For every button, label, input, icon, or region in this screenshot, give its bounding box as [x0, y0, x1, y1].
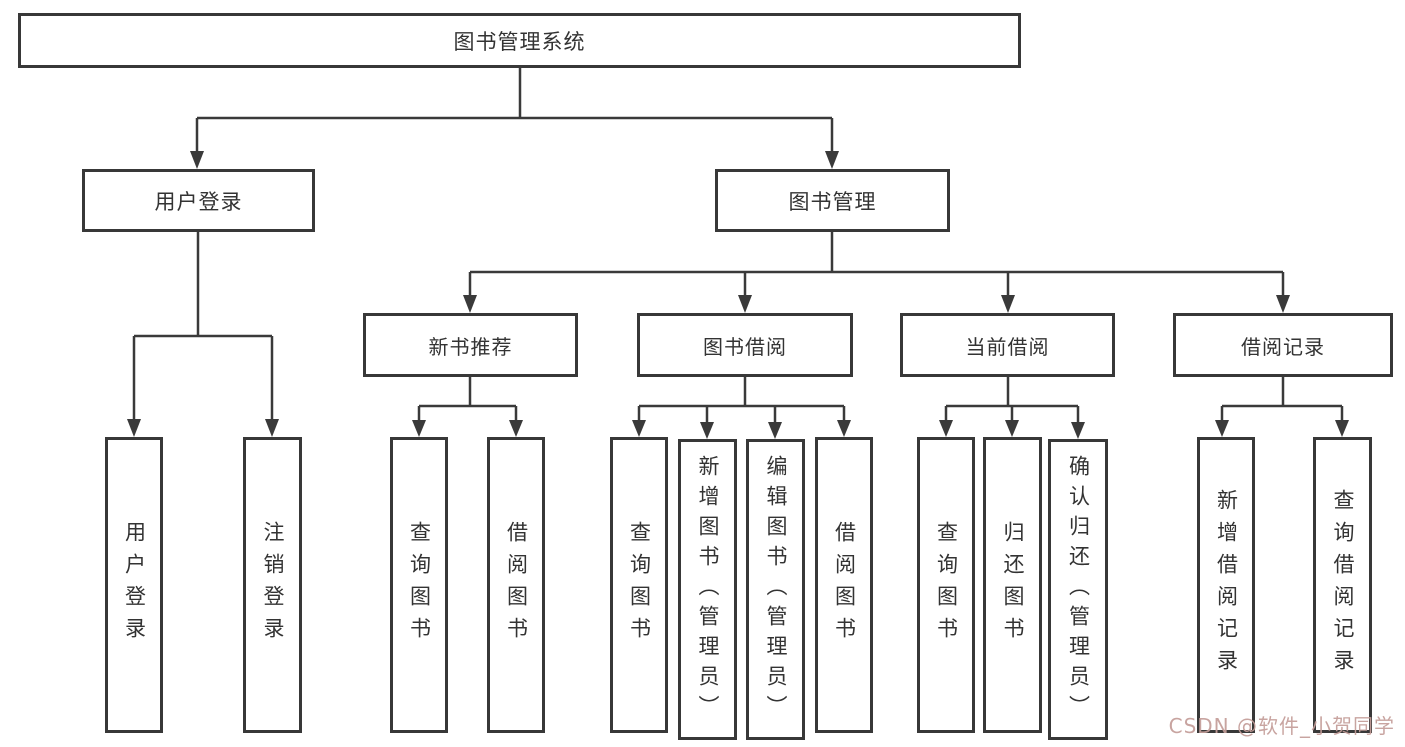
leaf-user-login: 用户登录 [105, 437, 163, 733]
node-label: 图书管理 [788, 189, 877, 214]
leaf-add-borrow-record: 新增借阅记录 [1197, 437, 1255, 733]
leaf-add-book-admin: 新增图书（管理员） [678, 439, 737, 740]
node-new-book-recommend: 新书推荐 [363, 313, 578, 377]
leaf-confirm-return-admin: 确认归还（管理员） [1048, 439, 1108, 740]
leaf-borrow-books: 借阅图书 [815, 437, 873, 733]
leaf-edit-book-admin: 编辑图书（管理员） [746, 439, 805, 740]
leaf-label: 借阅图书 [832, 521, 857, 649]
node-book-management: 图书管理 [715, 169, 950, 232]
leaf-label: 查询图书 [934, 521, 959, 649]
node-label: 用户登录 [154, 189, 243, 214]
node-label: 借阅记录 [1241, 334, 1325, 359]
leaf-label: 用户登录 [122, 521, 147, 649]
csdn-watermark: CSDN @软件_小贺同学 [1168, 714, 1395, 738]
leaf-label: 借阅图书 [504, 521, 529, 649]
leaf-label: 新增借阅记录 [1214, 489, 1239, 681]
node-label: 图书管理系统 [453, 29, 586, 54]
leaf-borrow-books-recommend: 借阅图书 [487, 437, 545, 733]
leaf-label: 查询借阅记录 [1331, 489, 1355, 681]
node-book-borrow: 图书借阅 [637, 313, 853, 377]
leaf-query-books-borrow: 查询图书 [610, 437, 668, 733]
leaf-label: 查询图书 [627, 521, 652, 649]
leaf-query-books-current: 查询图书 [917, 437, 975, 733]
leaf-label: 新增图书（管理员） [696, 454, 720, 725]
node-current-borrow: 当前借阅 [900, 313, 1115, 377]
leaf-label: 编辑图书（管理员） [764, 454, 788, 725]
node-label: 当前借阅 [965, 334, 1050, 359]
node-user-login: 用户登录 [82, 169, 315, 232]
node-borrow-records: 借阅记录 [1173, 313, 1393, 377]
leaf-label: 确认归还（管理员） [1066, 454, 1091, 725]
leaf-label: 注销登录 [261, 521, 285, 649]
node-library-management-system: 图书管理系统 [18, 13, 1021, 68]
node-label: 图书借阅 [703, 334, 787, 359]
leaf-logout: 注销登录 [243, 437, 302, 733]
leaf-return-book: 归还图书 [983, 437, 1042, 733]
leaf-query-books-recommend: 查询图书 [390, 437, 448, 733]
leaf-label: 查询图书 [407, 521, 432, 649]
leaf-label: 归还图书 [1001, 521, 1025, 649]
node-label: 新书推荐 [428, 334, 513, 359]
leaf-query-borrow-record: 查询借阅记录 [1313, 437, 1372, 733]
